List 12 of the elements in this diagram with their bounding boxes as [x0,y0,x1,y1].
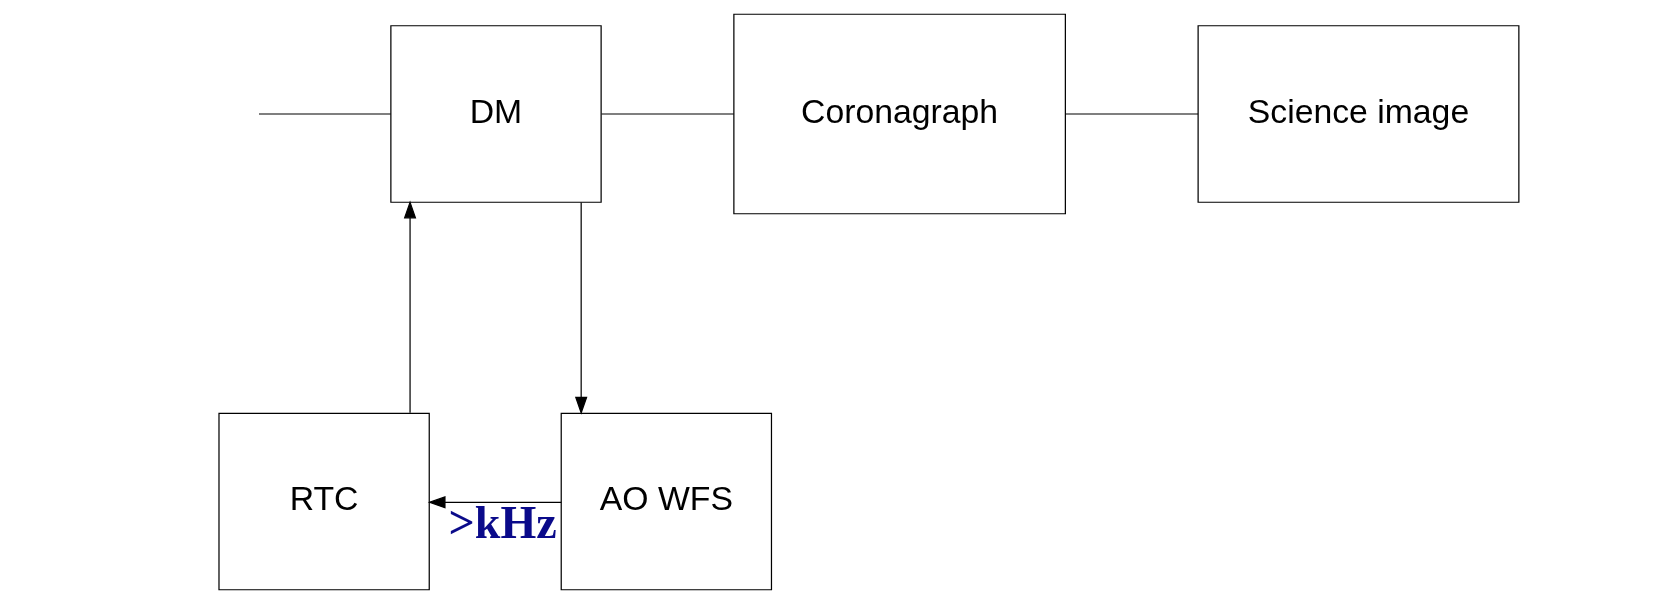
node-box: Science image [1197,25,1520,203]
connector [1065,113,1199,115]
connector [258,113,392,115]
node-box: AO WFS [560,412,773,591]
arrow [403,200,417,414]
arrow [427,496,562,509]
edge-label: >kHz [448,496,557,548]
node-box: DM [390,25,602,203]
node-box: RTC [218,412,430,591]
node-box: Coronagraph [733,13,1066,215]
arrow [574,201,588,415]
connector [600,113,735,115]
